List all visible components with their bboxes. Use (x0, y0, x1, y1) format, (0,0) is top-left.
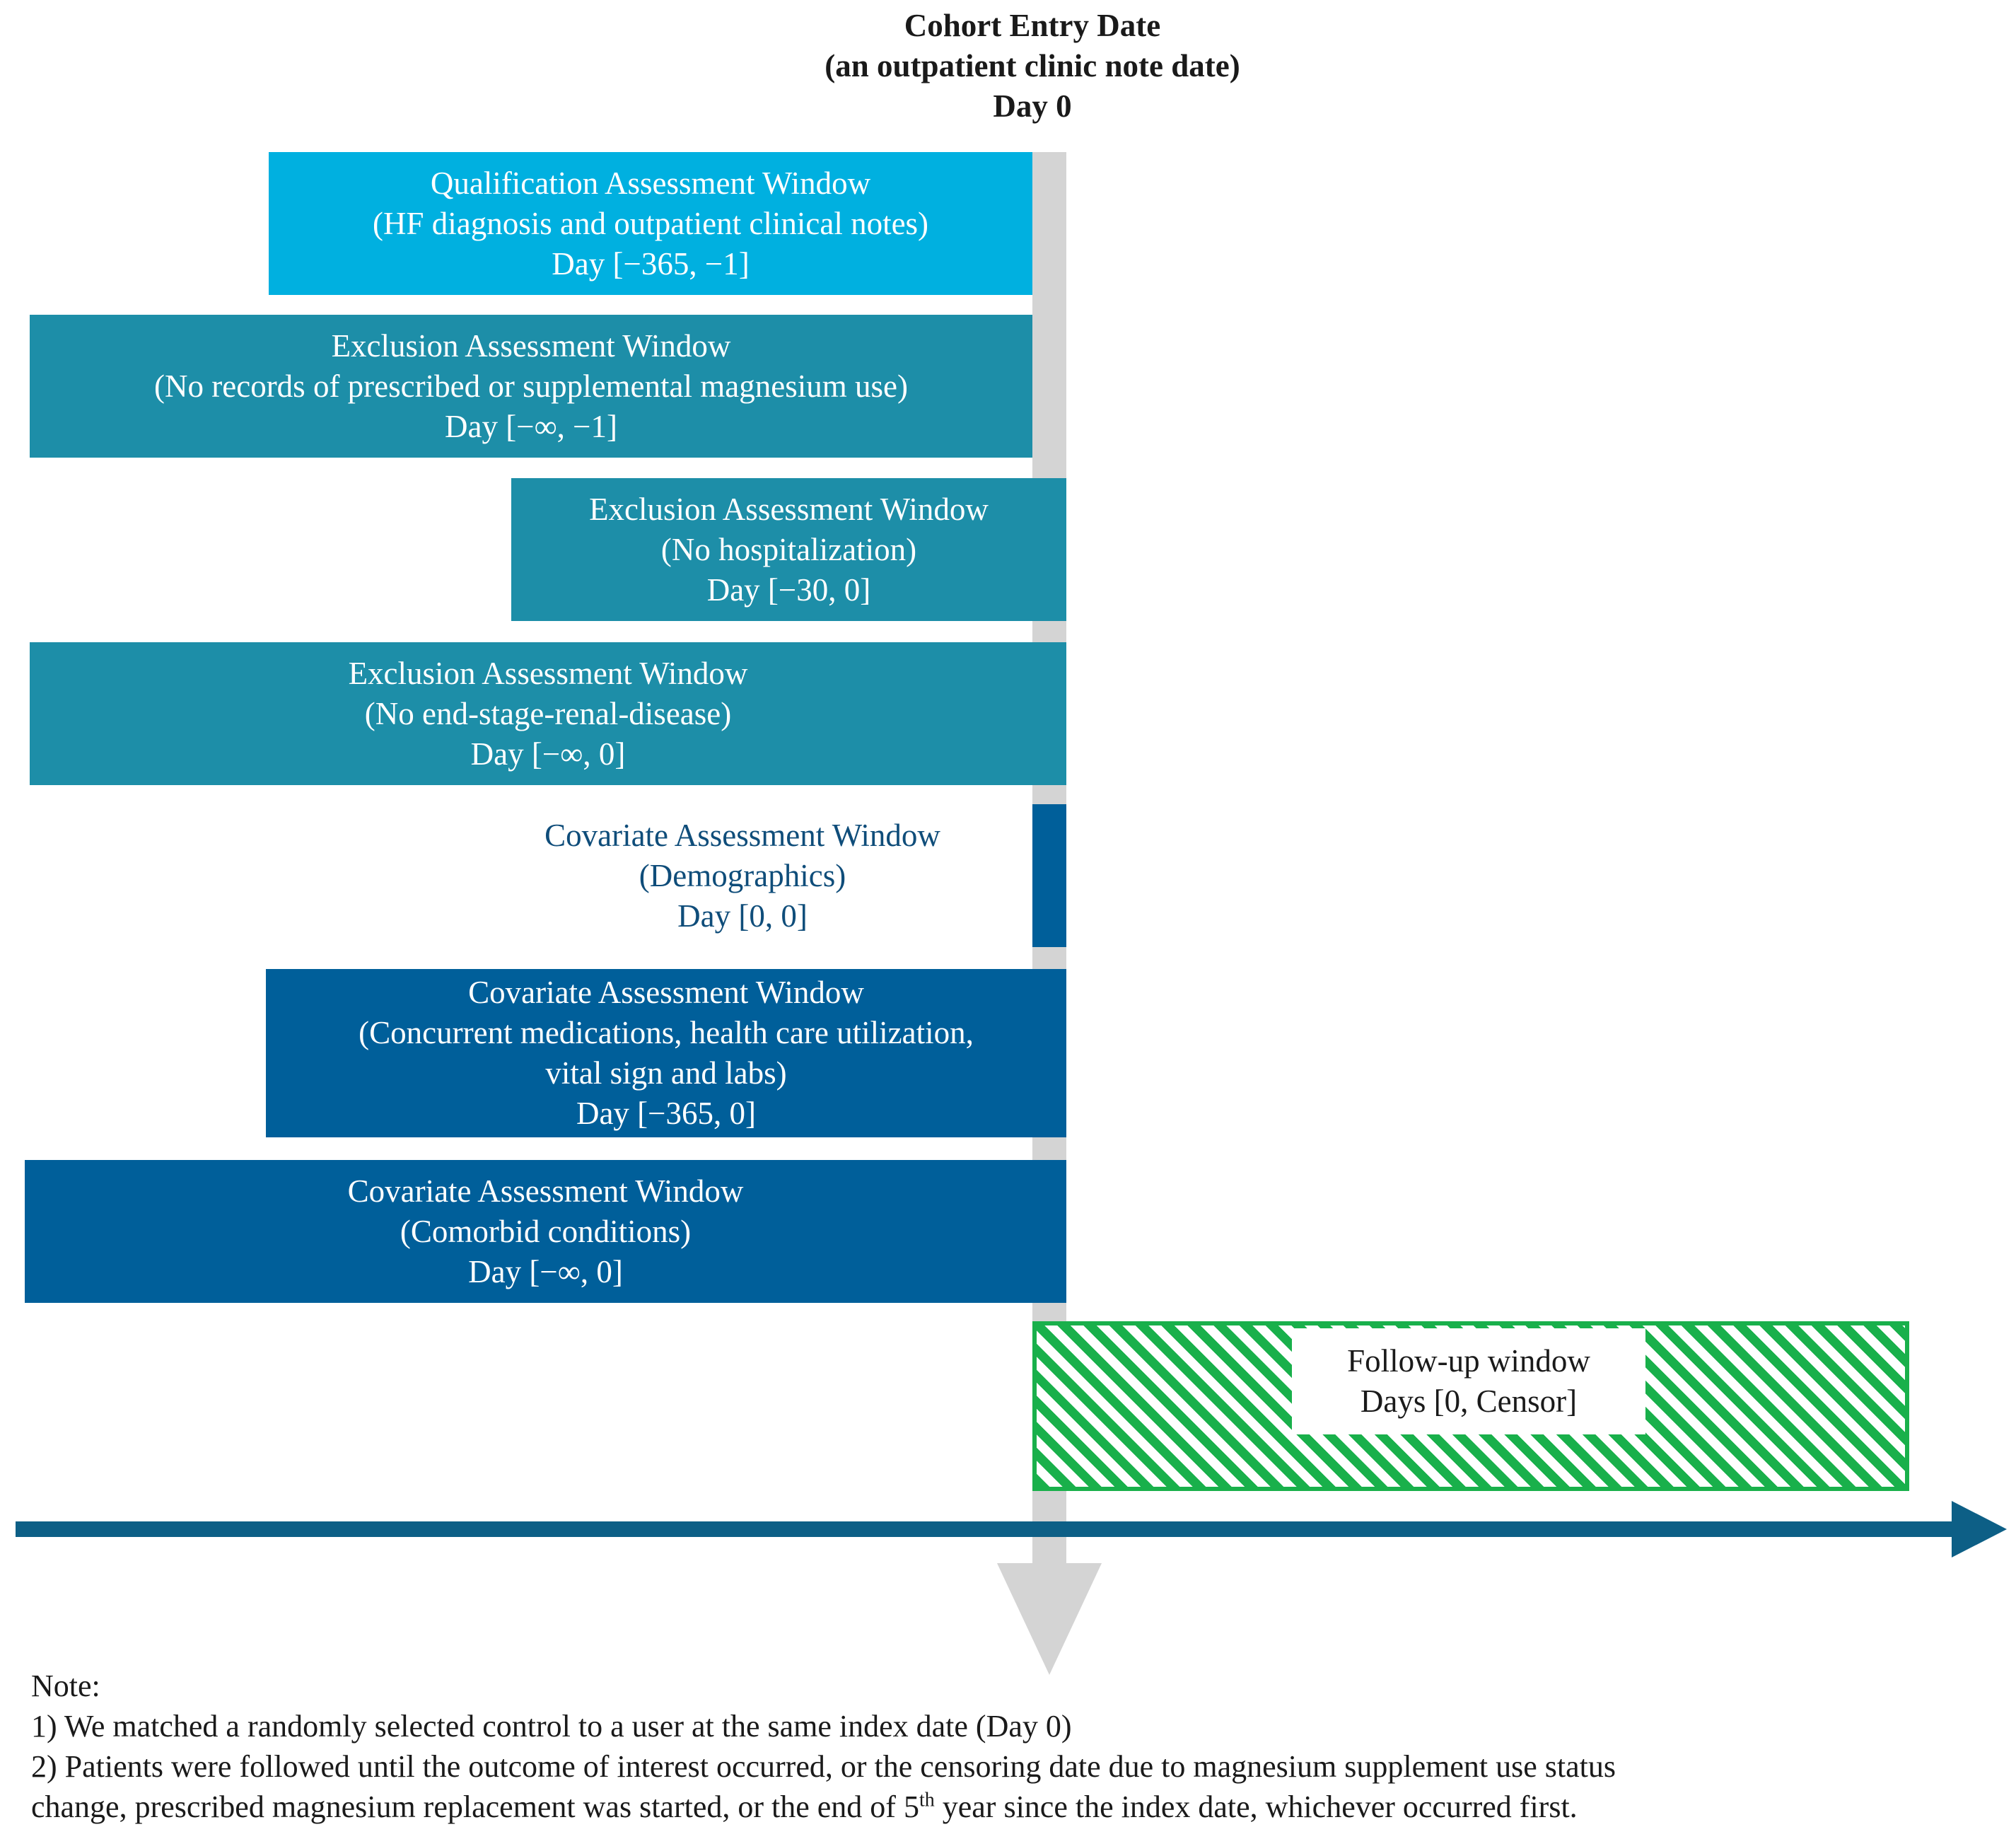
window-range: Day [−∞, 0] (468, 1253, 623, 1289)
note-item-1: 1) We matched a randomly selected contro… (31, 1709, 1072, 1744)
note-item-2-line-1: 2) Patients were followed until the outc… (31, 1749, 1616, 1784)
window-title: Exclusion Assessment Window (348, 655, 748, 691)
timeline-arrowhead (1952, 1501, 2007, 1557)
window-title: Qualification Assessment Window (430, 165, 871, 201)
window-range: Day [−30, 0] (706, 572, 871, 608)
header-line-1: Cohort Entry Date (904, 8, 1161, 43)
window-title: Covariate Assessment Window (544, 817, 940, 853)
note-heading: Note: (31, 1669, 100, 1703)
window-title: Covariate Assessment Window (347, 1173, 744, 1209)
window-range: Day [0, 0] (677, 898, 808, 934)
covariate-window-demographics-bar (1032, 804, 1066, 947)
footnote: Note: 1) We matched a randomly selected … (31, 1666, 1997, 1827)
header-line-3: Day 0 (993, 88, 1072, 124)
timeline-axis (16, 1521, 1953, 1537)
window-range: Day [−∞, 0] (470, 736, 626, 772)
followup-title: Follow-up window (1347, 1343, 1590, 1379)
cohort-entry-header: Cohort Entry Date (an outpatient clinic … (750, 6, 1315, 127)
header-line-2: (an outpatient clinic note date) (825, 48, 1240, 83)
window-detail: (Comorbid conditions) (400, 1213, 692, 1249)
note-item-2-sup: th (919, 1789, 935, 1811)
window-title: Exclusion Assessment Window (589, 491, 989, 527)
window-title: Exclusion Assessment Window (331, 327, 731, 364)
window-range: Day [−∞, −1] (444, 408, 618, 444)
exclusion-window-magnesium: Exclusion Assessment Window (No records … (30, 315, 1032, 458)
covariate-window-comorbid: Covariate Assessment Window (Comorbid co… (25, 1160, 1066, 1303)
day0-arrowhead (997, 1563, 1102, 1675)
window-detail: (No end-stage-renal-disease) (364, 695, 732, 731)
followup-window-label: Follow-up window Days [0, Censor] (1292, 1328, 1645, 1434)
covariate-window-demographics-label: Covariate Assessment Window (Demographic… (460, 804, 1025, 947)
note-item-2-line-2: change, prescribed magnesium replacement… (31, 1787, 1997, 1827)
window-detail: (Concurrent medications, health care uti… (359, 1015, 974, 1050)
exclusion-window-esrd: Exclusion Assessment Window (No end-stag… (30, 642, 1066, 785)
window-range: Day [−365, 0] (576, 1096, 757, 1131)
window-detail: (No hospitalization) (660, 531, 917, 567)
followup-range: Days [0, Censor] (1360, 1383, 1578, 1419)
window-detail: (Demographics) (639, 857, 846, 893)
window-detail: (No records of prescribed or supplementa… (154, 368, 908, 404)
covariate-window-medications: Covariate Assessment Window (Concurrent … (266, 969, 1066, 1137)
window-title: Covariate Assessment Window (468, 975, 864, 1010)
window-range: Day [−365, −1] (552, 245, 750, 282)
exclusion-window-hospitalization: Exclusion Assessment Window (No hospital… (511, 478, 1066, 621)
window-detail-2: vital sign and labs) (545, 1055, 787, 1091)
note-item-2-post: year since the index date, whichever occ… (934, 1789, 1578, 1824)
qualification-window: Qualification Assessment Window (HF diag… (269, 152, 1032, 295)
note-item-2-pre: change, prescribed magnesium replacement… (31, 1789, 919, 1824)
window-detail: (HF diagnosis and outpatient clinical no… (372, 205, 929, 241)
